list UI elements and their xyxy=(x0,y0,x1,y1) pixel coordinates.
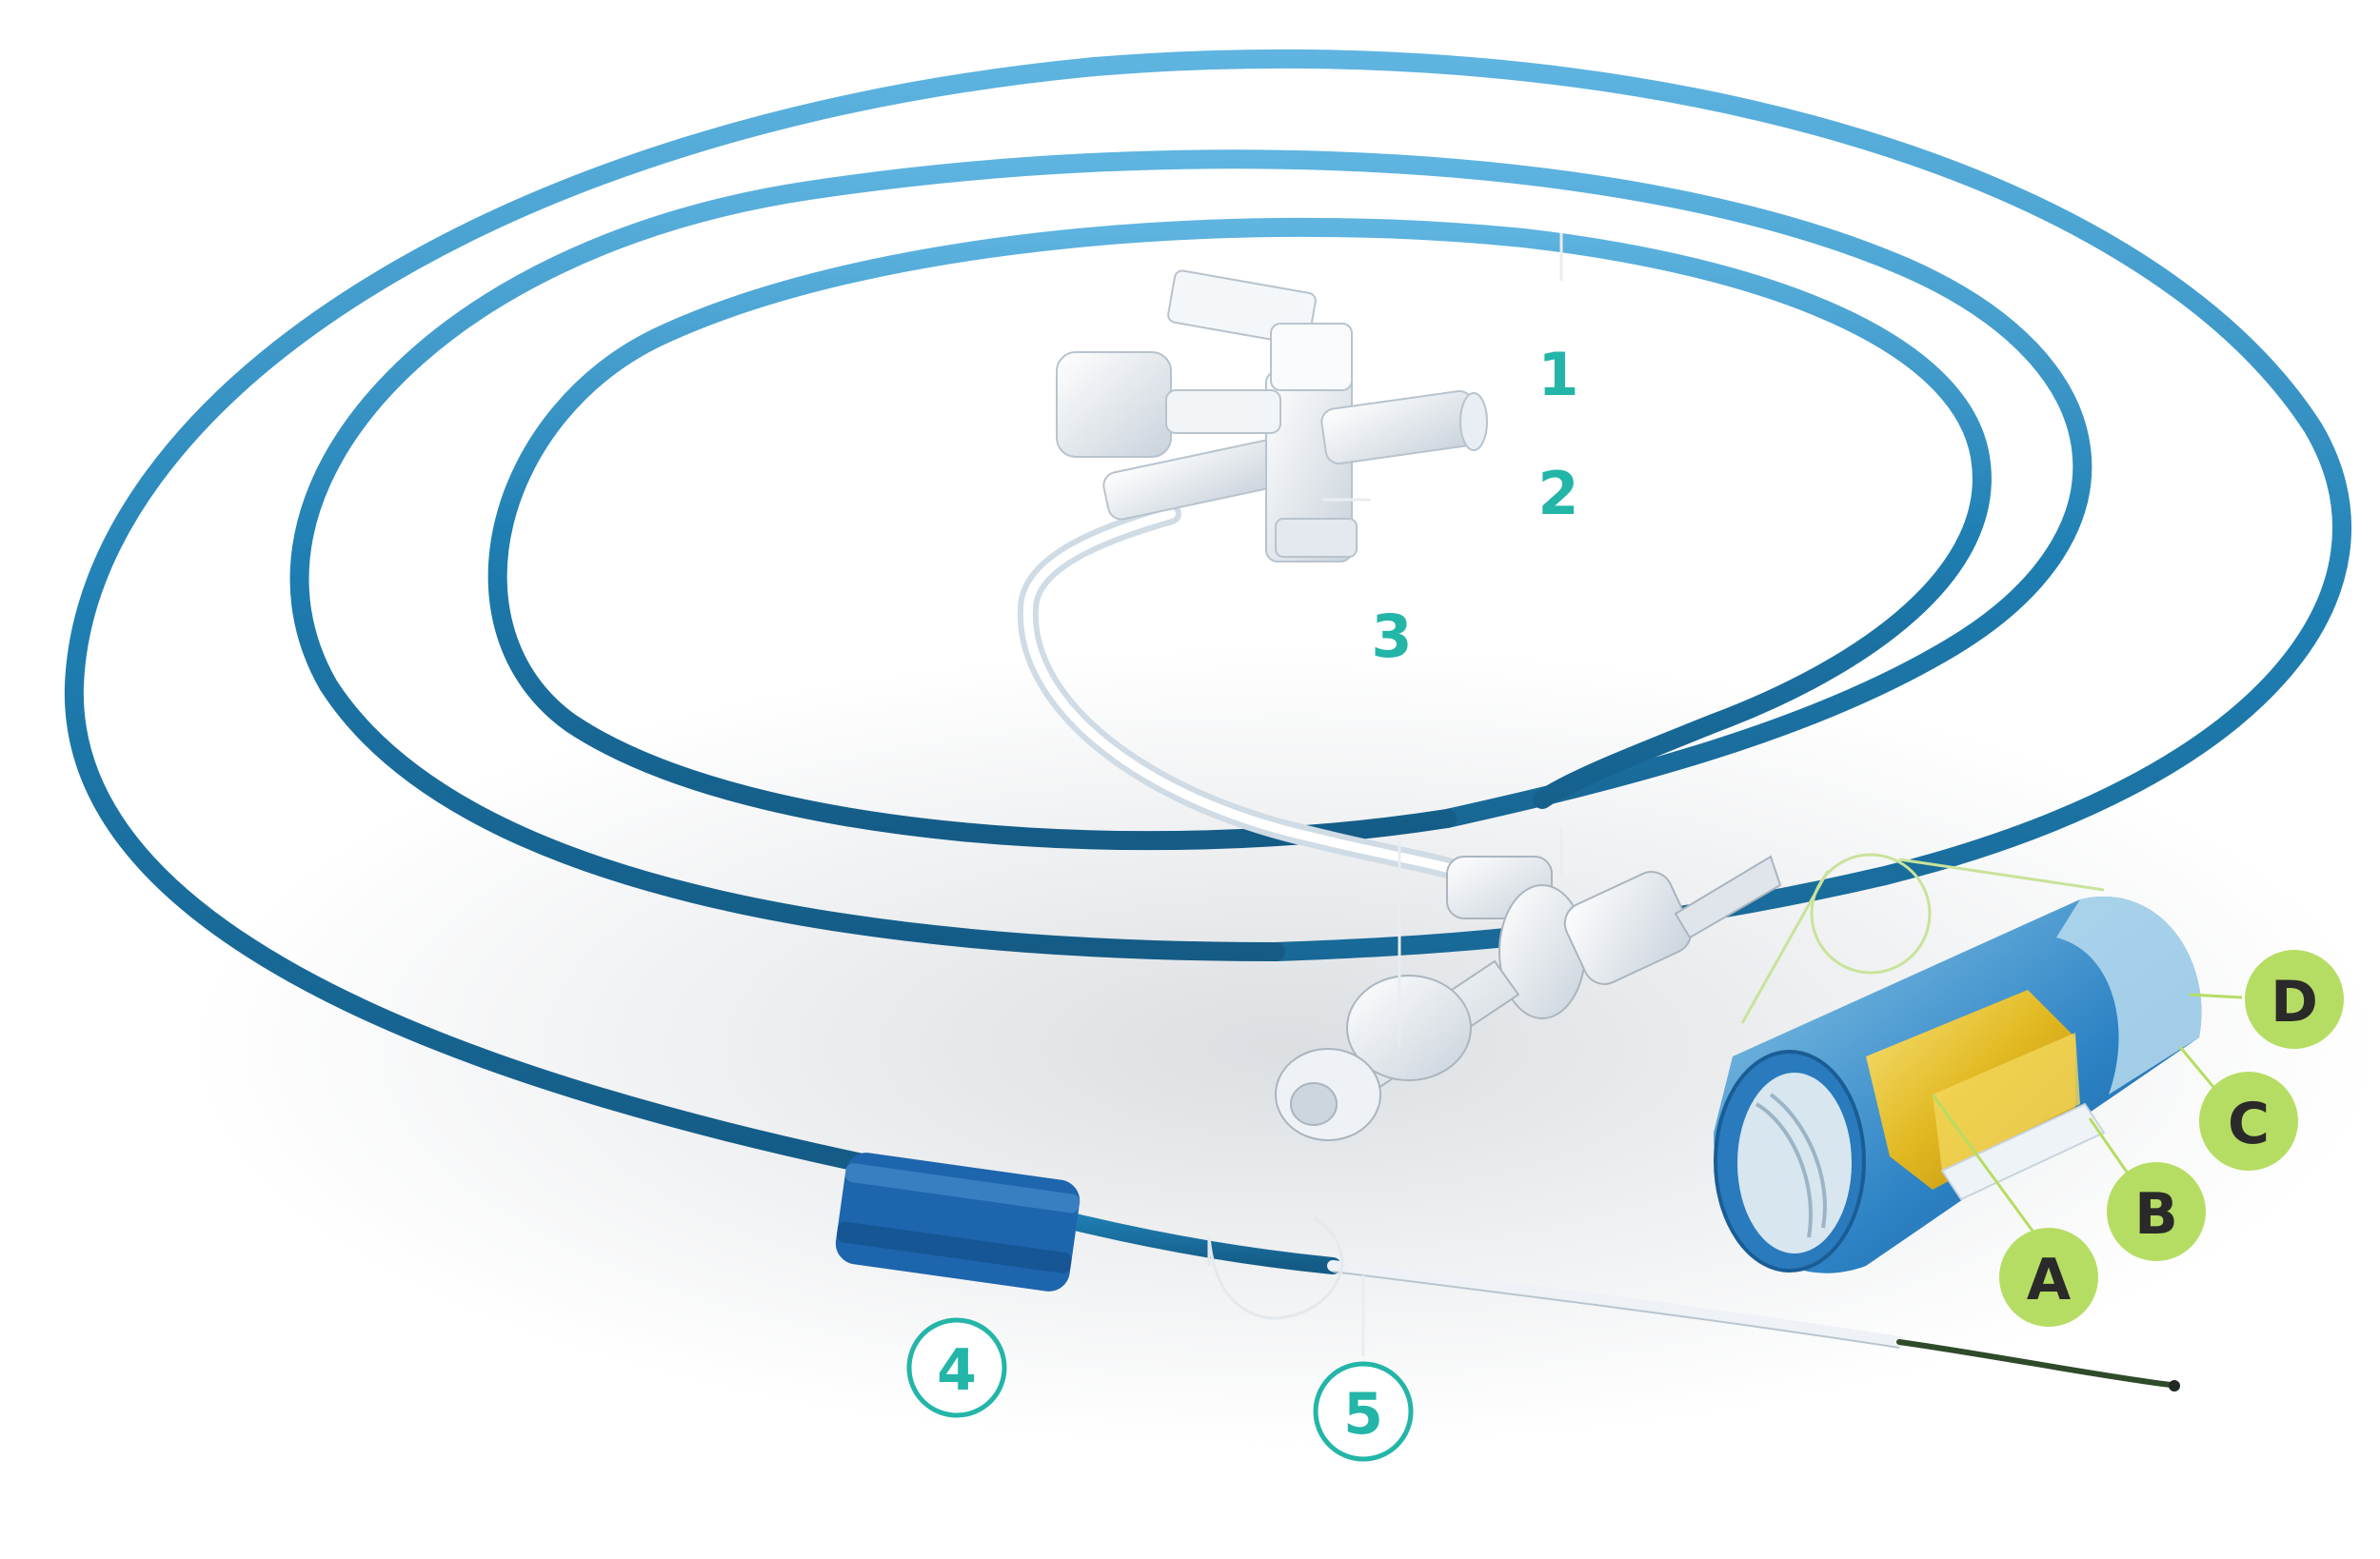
extension-tubing-highlight xyxy=(1022,509,1490,885)
tube-cross-section-icon xyxy=(1714,897,2202,1273)
layer-badge-d: D xyxy=(2245,950,2344,1049)
middle-coil-loop xyxy=(289,149,2092,961)
leader-line-b xyxy=(2088,1117,2134,1181)
marker-band-icon xyxy=(835,1153,1081,1292)
layer-label-c: C xyxy=(2228,1091,2270,1157)
sheath-hub-icon xyxy=(1275,855,1782,1141)
leader-line-a xyxy=(1931,1094,2039,1238)
callout-3: 3 xyxy=(1371,602,1412,671)
layer-badge-b: B xyxy=(2107,1162,2206,1261)
guidewire xyxy=(1896,1339,2173,1388)
callout-1: 1 xyxy=(1537,340,1578,409)
magnifier-ray-2 xyxy=(1898,858,2105,892)
magnifier-circle xyxy=(1810,853,1932,975)
inner-coil-loop xyxy=(487,217,1992,851)
magnifier-ray-1 xyxy=(1740,870,1830,1024)
layer-label-d: D xyxy=(2271,969,2318,1036)
leader-line-d xyxy=(2189,993,2243,999)
callout-5-badge: 5 xyxy=(1313,1361,1414,1462)
layer-label-a: A xyxy=(2027,1247,2072,1313)
guidewire-tip xyxy=(2169,1380,2180,1391)
three-way-stopcock-icon xyxy=(1056,269,1488,562)
callout-2: 2 xyxy=(1537,459,1578,528)
dilator-shaft-edge xyxy=(1332,1271,1900,1349)
layer-label-b: B xyxy=(2134,1181,2178,1248)
sheath-to-dilator-transition xyxy=(1207,1216,1344,1320)
layer-badge-c: C xyxy=(2199,1072,2298,1171)
dilator-shaft xyxy=(1327,1260,1905,1348)
callout-4: 4 xyxy=(937,1337,977,1404)
layer-badge-a: A xyxy=(1999,1228,2098,1327)
callout-5: 5 xyxy=(1343,1381,1383,1448)
callout-4-badge: 4 xyxy=(906,1317,1007,1418)
